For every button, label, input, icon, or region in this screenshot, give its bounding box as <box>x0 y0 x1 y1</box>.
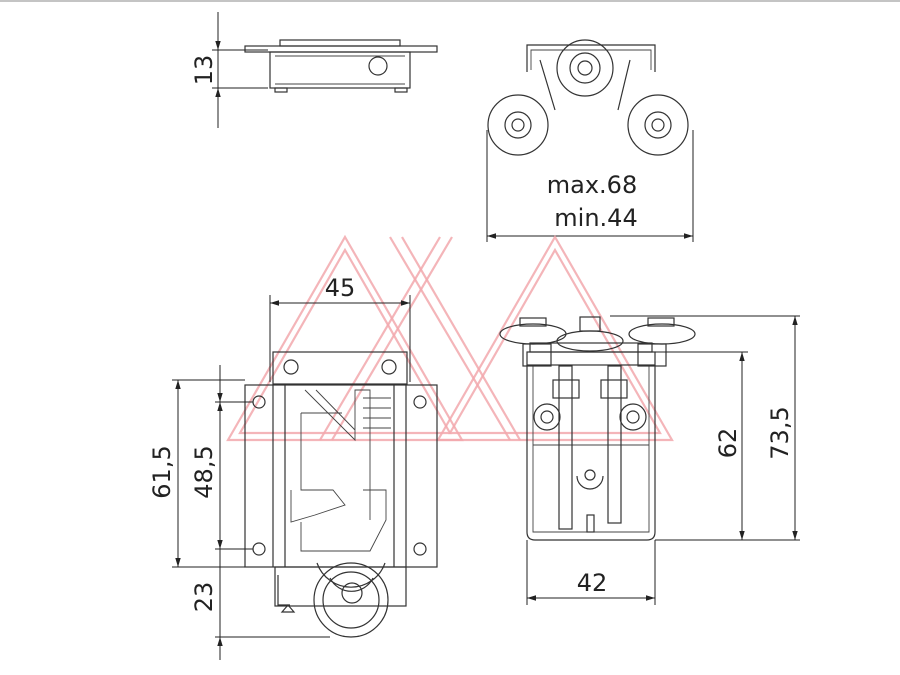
dim-label-48-5: 48,5 <box>190 445 218 498</box>
front-view <box>244 351 438 638</box>
dim-label-73-5: 73,5 <box>766 406 794 459</box>
dimension-61-5: 61,5 <box>148 379 245 568</box>
dimension-42: 42 <box>526 540 656 605</box>
plate-side-view <box>244 39 438 93</box>
dim-label-max: max.68 <box>547 171 637 199</box>
dim-label-62: 62 <box>714 428 742 459</box>
dimension-13: 13 <box>190 12 268 128</box>
dimension-max-min-width: max.68 min.44 <box>486 130 694 242</box>
dimension-73-5: 73,5 <box>610 315 800 540</box>
dimension-62: 62 <box>655 351 800 541</box>
dim-label-13: 13 <box>190 55 218 86</box>
watermark-logo <box>226 234 674 442</box>
dimension-48-5: 48,5 <box>190 365 253 550</box>
dim-label-min: min.44 <box>554 204 637 232</box>
roller-top-view <box>487 39 689 156</box>
dim-label-45: 45 <box>325 274 356 302</box>
dim-label-23: 23 <box>190 582 218 613</box>
dim-label-61-5: 61,5 <box>148 445 176 498</box>
side-view <box>499 316 696 541</box>
dim-label-42: 42 <box>577 569 608 597</box>
dimension-45: 45 <box>269 274 411 382</box>
dimension-23: 23 <box>190 549 330 660</box>
